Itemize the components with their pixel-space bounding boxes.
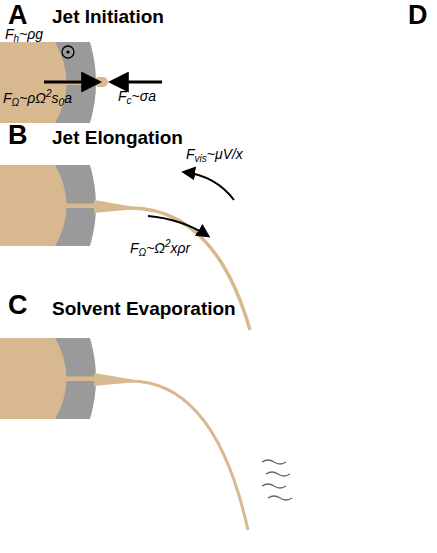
formula-part: ~Ω (146, 240, 165, 256)
formula-part: F (5, 26, 14, 42)
force-formula: Fvis~μV/x (186, 146, 243, 165)
nozzle-a (0, 42, 108, 123)
panel-letter: A (8, 2, 28, 29)
rotation-symbol (62, 46, 74, 58)
nozzle-b (0, 165, 250, 330)
formula-sub: Ω (139, 247, 147, 258)
formula-part: ~ρΩ (19, 90, 46, 106)
formula-part: ~ρg (19, 26, 43, 42)
force-formula: Fc~σa (118, 88, 156, 107)
formula-sub: vis (195, 153, 207, 164)
formula-part: ~σa (132, 88, 156, 104)
formula-sup: 2 (46, 88, 52, 99)
panel-title: Jet Initiation (52, 7, 164, 26)
panel-title: Solvent Evaporation (52, 299, 236, 318)
force-formula: FΩ~Ω2xρr (130, 238, 190, 259)
formula-part: F (118, 88, 127, 104)
formula-sub: c (127, 95, 132, 106)
evaporation-marks (262, 460, 292, 500)
force-formula: Fh~ρg (5, 26, 43, 45)
formula-part: F (130, 240, 139, 256)
nozzle-c (0, 338, 248, 530)
formula-part: F (3, 90, 12, 106)
panel-letter: D (408, 2, 428, 29)
surface-tension-arrow (112, 81, 162, 84)
formula-part: a (64, 90, 72, 106)
formula-sub: 0 (59, 97, 65, 108)
panel-letter: B (8, 122, 28, 149)
viscous-arrow (184, 172, 234, 200)
formula-sub: Ω (12, 97, 20, 108)
formula-sup: 2 (165, 238, 171, 249)
panel-letter: C (8, 292, 28, 319)
formula-part: s (52, 90, 59, 106)
formula-part: xρr (171, 240, 191, 256)
force-formula: FΩ~ρΩ2s0a (3, 88, 72, 109)
formula-part: ~μV/x (207, 146, 243, 162)
centrifugal-arrow (44, 81, 98, 84)
centrifugal-arrow (148, 216, 208, 236)
panel-title: Jet Elongation (52, 128, 183, 147)
formula-sub: h (14, 33, 20, 44)
formula-part: F (186, 146, 195, 162)
